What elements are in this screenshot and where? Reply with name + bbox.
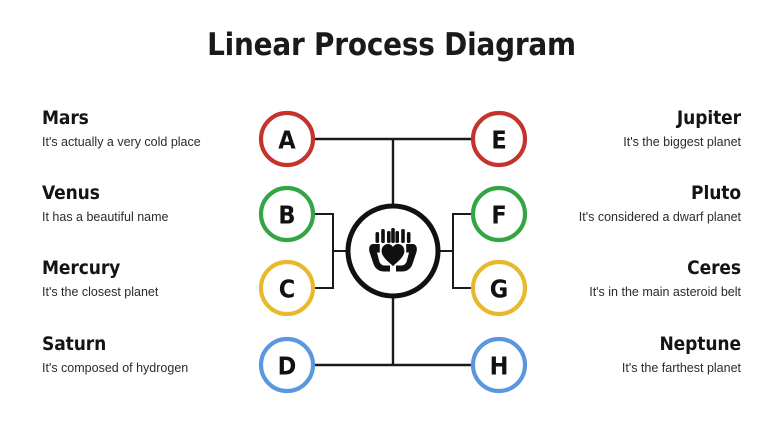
label-desc-venus: It has a beautiful name	[42, 210, 169, 224]
label-title-jupiter: Jupiter	[676, 107, 741, 129]
center-hub[interactable]	[345, 203, 441, 299]
node-a[interactable]: A	[258, 110, 316, 168]
label-block-neptune[interactable]: Neptune It's the farthest planet	[509, 334, 741, 376]
linear-process-diagram: A B C D E F	[248, 98, 538, 398]
label-desc-mars: It's actually a very cold place	[42, 135, 201, 149]
node-h-letter: H	[490, 352, 509, 381]
label-block-jupiter[interactable]: Jupiter It's the biggest planet	[509, 108, 741, 150]
node-d[interactable]: D	[258, 336, 316, 394]
connector-left-bracket	[314, 213, 334, 289]
node-b[interactable]: B	[258, 185, 316, 243]
label-desc-neptune: It's the farthest planet	[621, 361, 741, 375]
node-f-letter: F	[491, 201, 506, 230]
label-desc-ceres: It's in the main asteroid belt	[589, 285, 741, 299]
label-title-ceres: Ceres	[687, 257, 741, 279]
label-title-pluto: Pluto	[691, 182, 741, 204]
label-block-mars[interactable]: Mars It's actually a very cold place	[42, 108, 272, 150]
label-title-saturn: Saturn	[42, 333, 107, 355]
node-g[interactable]: G	[470, 259, 528, 317]
node-e[interactable]: E	[470, 110, 528, 168]
node-e-letter: E	[491, 126, 506, 155]
node-h[interactable]: H	[470, 336, 528, 394]
connector-right-bracket	[452, 213, 472, 289]
page-title: Linear Process Diagram	[207, 27, 576, 63]
label-desc-jupiter: It's the biggest planet	[623, 135, 741, 149]
label-title-neptune: Neptune	[659, 333, 741, 355]
label-block-venus[interactable]: Venus It has a beautiful name	[42, 183, 272, 225]
node-c-letter: C	[279, 275, 296, 304]
label-block-ceres[interactable]: Ceres It's in the main asteroid belt	[509, 258, 741, 300]
label-title-mars: Mars	[42, 107, 89, 129]
label-block-saturn[interactable]: Saturn It's composed of hydrogen	[42, 334, 272, 376]
connector-lines	[314, 137, 472, 367]
label-title-mercury: Mercury	[42, 257, 121, 279]
label-block-mercury[interactable]: Mercury It's the closest planet	[42, 258, 272, 300]
node-a-letter: A	[278, 126, 296, 155]
node-c[interactable]: C	[258, 259, 316, 317]
label-desc-mercury: It's the closest planet	[42, 285, 159, 299]
label-block-pluto[interactable]: Pluto It's considered a dwarf planet	[509, 183, 741, 225]
node-b-letter: B	[278, 201, 295, 230]
node-f[interactable]: F	[470, 185, 528, 243]
label-title-venus: Venus	[42, 182, 100, 204]
node-d-letter: D	[278, 352, 297, 381]
node-g-letter: G	[490, 275, 508, 304]
label-desc-pluto: It's considered a dwarf planet	[578, 210, 741, 224]
label-desc-saturn: It's composed of hydrogen	[42, 361, 189, 375]
hands-holding-heart-icon	[369, 228, 417, 272]
